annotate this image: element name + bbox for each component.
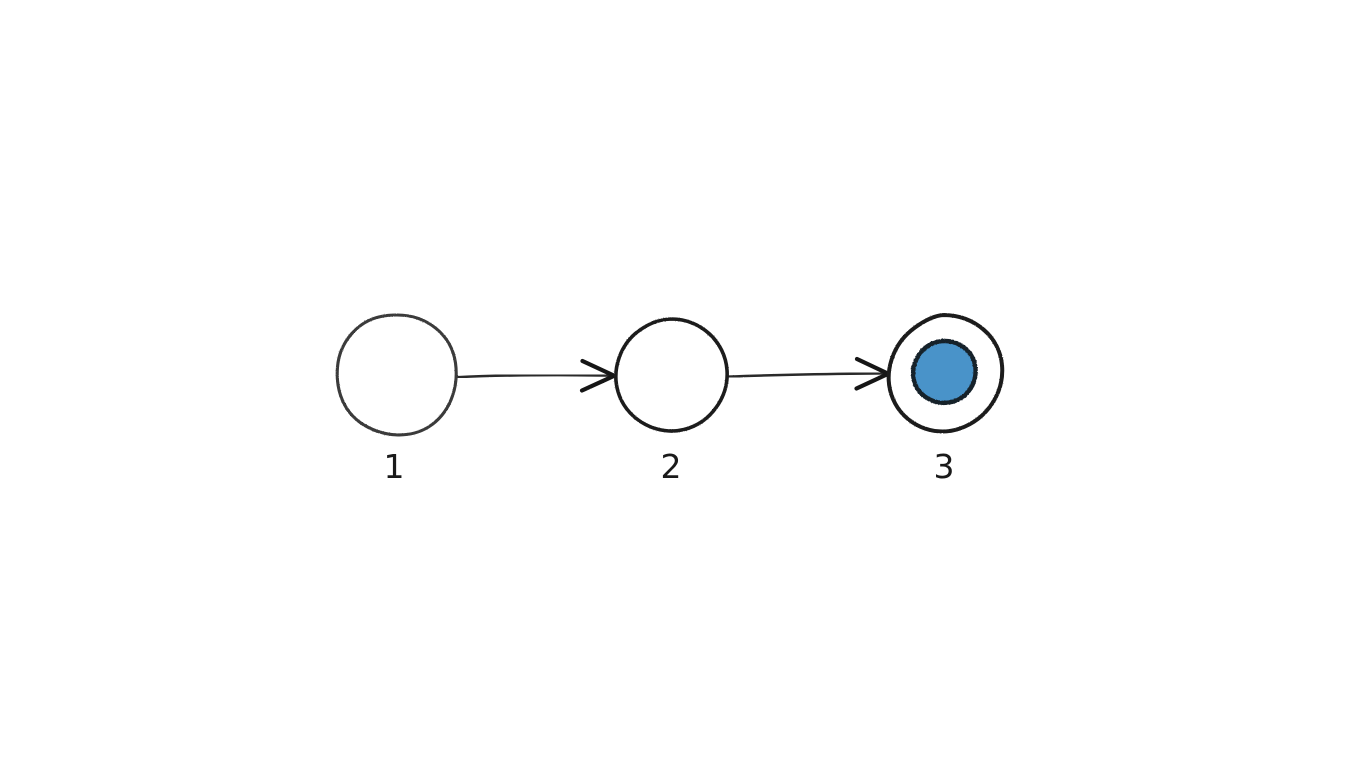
node-2-label: 2 [661, 447, 682, 486]
edge-2-to-3-line [726, 372, 888, 378]
node-3[interactable]: 3 [886, 313, 1005, 486]
node-1[interactable]: 1 [335, 313, 458, 486]
node-1-circle [335, 313, 458, 437]
node-3-inner-circle-fill [911, 338, 978, 406]
edge-1-to-2-line [455, 373, 615, 379]
edge-2-to-3[interactable] [726, 356, 891, 391]
edge-2-to-3-arrowhead [854, 356, 891, 391]
edge-1-to-2-arrowhead [579, 358, 617, 393]
edge-1-to-2[interactable] [455, 358, 617, 393]
node-2-circle [614, 317, 729, 433]
node-2[interactable]: 2 [614, 317, 729, 486]
node-3-label: 3 [934, 447, 955, 486]
node-1-label: 1 [384, 447, 405, 486]
